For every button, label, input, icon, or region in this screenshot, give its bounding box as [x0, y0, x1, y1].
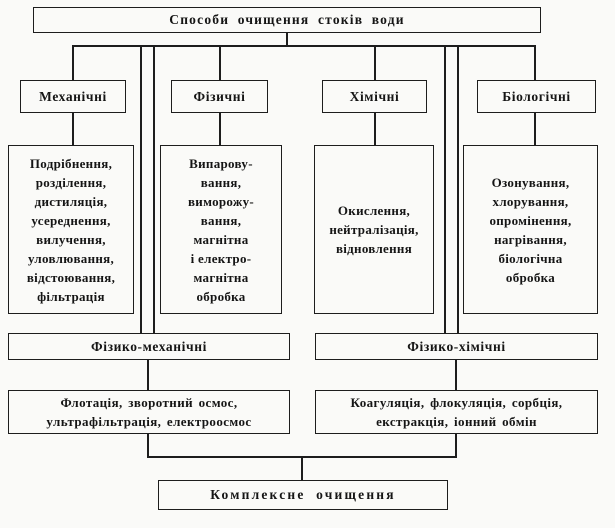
physico-chemical-methods-text: Коагуляція, флокуляція, сорбція, екстрак… [350, 395, 563, 429]
connector-right-pair-a [444, 45, 446, 335]
connector-biological-detail [534, 112, 536, 147]
connector-to-physical [219, 45, 221, 82]
node-category-mechanical: Механічні [20, 80, 126, 113]
connector-fm-to-flotation [147, 359, 149, 392]
methods-biological-text: Озонування, хлорування, опромінення, наг… [489, 174, 572, 285]
physico-mechanical-methods-text: Флотація, зворотний осмос, ультрафільтра… [46, 395, 252, 429]
category-chemical-label: Хімічні [349, 88, 400, 104]
connector-fc-to-coagulation [455, 359, 457, 392]
connector-flotation-down [147, 432, 149, 458]
node-methods-chemical: Окислення, нейтралізація, відновлення [314, 145, 434, 314]
node-methods-mechanical: Подрібнення, розділення, дистиляція, усе… [8, 145, 134, 314]
node-physico-chemical-methods: Коагуляція, флокуляція, сорбція, екстрак… [315, 390, 598, 434]
connector-left-pair-a [140, 45, 142, 335]
connector-mechanical-detail [72, 112, 74, 147]
category-mechanical-label: Механічні [39, 88, 107, 104]
physico-chemical-label: Фізико-хімічні [407, 338, 506, 354]
node-complex-treatment: Комплексне очищення [158, 480, 448, 510]
node-methods-physical: Випарову- вання, виморожу- вання, магніт… [160, 145, 282, 314]
category-biological-label: Біологічні [502, 88, 571, 104]
node-root-label: Способи очищення стоків води [169, 12, 405, 27]
node-category-physical: Фізичні [171, 80, 268, 113]
node-root: Способи очищення стоків води [33, 7, 541, 33]
methods-physical-text: Випарову- вання, виморожу- вання, магніт… [187, 155, 255, 304]
connector-physical-detail [219, 112, 221, 147]
node-category-biological: Біологічні [477, 80, 596, 113]
node-physico-mechanical: Фізико-механічні [8, 333, 290, 360]
connector-left-pair-b [153, 45, 155, 335]
connector-to-complex [301, 456, 303, 482]
connector-to-mechanical [72, 45, 74, 82]
node-physico-chemical: Фізико-хімічні [315, 333, 598, 360]
connector-coagulation-down [455, 432, 457, 458]
connector-to-biological [534, 45, 536, 82]
node-physico-mechanical-methods: Флотація, зворотний осмос, ультрафільтра… [8, 390, 290, 434]
connector-to-chemical [374, 45, 376, 82]
category-physical-label: Фізичні [193, 88, 246, 104]
physico-mechanical-label: Фізико-механічні [91, 338, 207, 354]
methods-chemical-text: Окислення, нейтралізація, відновлення [329, 203, 419, 256]
connector-chemical-detail [374, 112, 376, 147]
connector-title-stem [286, 31, 288, 47]
connector-right-pair-b [457, 45, 459, 335]
complex-treatment-label: Комплексне очищення [210, 487, 396, 502]
methods-mechanical-text: Подрібнення, розділення, дистиляція, усе… [26, 155, 116, 304]
node-category-chemical: Хімічні [322, 80, 427, 113]
node-methods-biological: Озонування, хлорування, опромінення, наг… [463, 145, 598, 314]
connector-distribution-line [72, 45, 536, 47]
